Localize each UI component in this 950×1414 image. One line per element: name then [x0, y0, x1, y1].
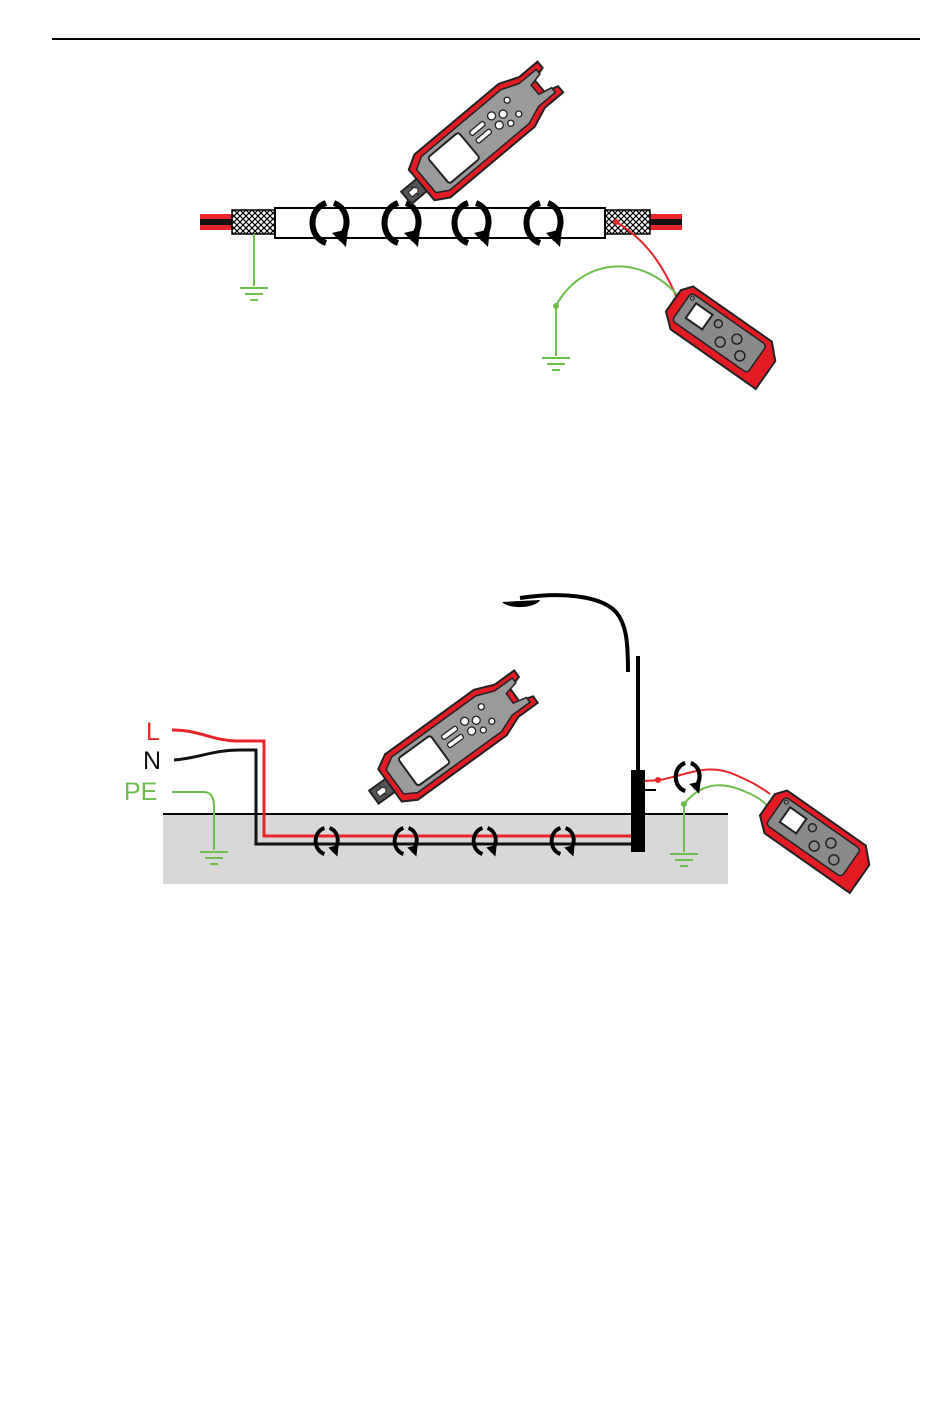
earth-label: PE — [124, 778, 157, 806]
transmitter-icon — [659, 282, 783, 389]
cable-shield-left — [232, 210, 276, 234]
transmitter-icon — [753, 786, 877, 893]
earth-ground-icon — [542, 358, 570, 370]
signal-loop-icon — [676, 763, 701, 794]
cable-core-left — [200, 214, 234, 230]
live-test-lead — [645, 769, 770, 794]
street-light-diagram: L N PE — [0, 560, 950, 920]
cable-trace-diagram — [0, 0, 950, 420]
cable-core-right — [648, 214, 682, 230]
earth-test-lead — [556, 266, 680, 306]
clamp-receiver-icon — [357, 664, 542, 820]
live-label: L — [146, 718, 160, 746]
earth-ground-icon — [240, 288, 268, 300]
neutral-label: N — [143, 747, 161, 775]
clamp-receiver-icon — [388, 56, 568, 220]
